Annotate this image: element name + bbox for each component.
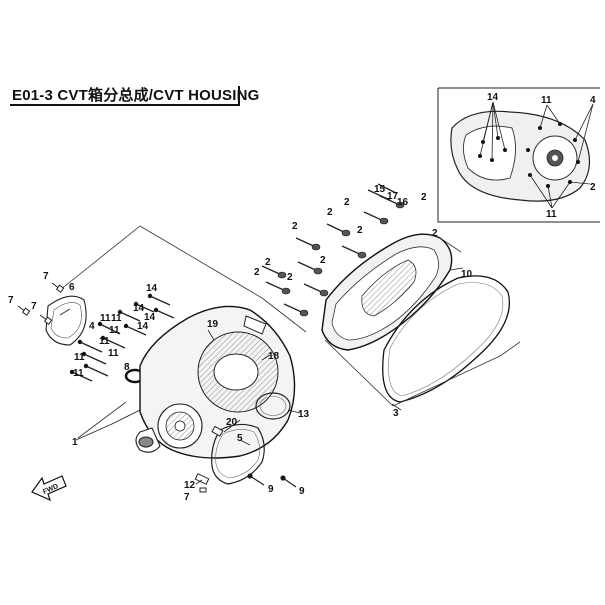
callout-14: 14 — [133, 303, 145, 314]
bolt-heads — [69, 293, 159, 375]
callout-19: 19 — [207, 319, 219, 330]
callout-7: 7 — [184, 492, 190, 503]
callout-17: 17 — [387, 191, 399, 202]
dowel-20 — [211, 425, 224, 437]
callout-9: 9 — [299, 486, 305, 497]
left-group-frame — [59, 225, 307, 439]
inset-frame — [437, 88, 600, 223]
callout-2: 2 — [320, 255, 326, 266]
callout-11: 11 — [100, 313, 111, 324]
callout-1: 1 — [72, 437, 78, 448]
bolts-left — [17, 282, 65, 325]
callout-18: 18 — [268, 351, 280, 362]
callout-2: 2 — [287, 272, 293, 283]
callout-7: 7 — [43, 271, 49, 282]
callout-13: 13 — [298, 409, 310, 420]
inset-label-14: 14 — [487, 92, 499, 103]
callout-11: 11 — [74, 352, 85, 363]
bolts-2 — [261, 183, 403, 315]
callout-2: 2 — [265, 257, 271, 268]
bolt-set — [71, 295, 175, 382]
callout-6: 6 — [69, 282, 75, 293]
inset-label-4: 4 — [590, 95, 596, 106]
callout-11: 11 — [99, 336, 110, 347]
callout-8: 8 — [124, 362, 130, 373]
inset-view: 14 11 4 2 11 — [437, 87, 600, 223]
callout-20: 20 — [226, 417, 238, 428]
page-title: E01-3 CVT箱分总成/CVT HOUSING — [12, 87, 260, 104]
inner-housing-1 — [135, 305, 296, 459]
callout-7: 7 — [8, 295, 14, 306]
callout-2: 2 — [432, 228, 438, 239]
callout-14: 14 — [146, 283, 158, 294]
callout-2: 2 — [254, 267, 260, 278]
callout-15: 15 — [374, 184, 386, 195]
callout-11: 11 — [108, 348, 119, 359]
title-end-mark — [238, 86, 240, 106]
callout-9: 9 — [268, 484, 274, 495]
inset-label-11-bottom: 11 — [546, 209, 557, 220]
callout-2: 2 — [421, 192, 427, 203]
outer-cover-assembly — [321, 233, 510, 403]
callout-4: 4 — [89, 321, 95, 332]
callout-2: 2 — [327, 207, 333, 218]
seal-10 — [382, 275, 510, 403]
gasket-13 — [255, 392, 291, 420]
callout-7: 7 — [31, 301, 37, 312]
callout-2: 2 — [292, 221, 298, 232]
callout-5: 5 — [237, 433, 243, 444]
title-underline — [10, 104, 238, 106]
callout-11: 11 — [73, 368, 84, 379]
callout-2: 2 — [344, 197, 350, 208]
callout-3: 3 — [393, 408, 399, 419]
callout-11: 11 — [111, 313, 122, 324]
callout-16: 16 — [397, 197, 409, 208]
leader-lines — [59, 267, 464, 485]
callout-11: 11 — [109, 325, 120, 336]
inset-label-11-top: 11 — [541, 95, 552, 106]
callout-10: 10 — [461, 269, 473, 280]
callout-numbers: 7 7 7 6 14 14 14 14 11 11 11 11 11 11 11… — [8, 184, 473, 503]
forward-arrow: FWD — [31, 475, 67, 502]
callout-14: 14 — [144, 312, 156, 323]
right-group-frame — [324, 237, 521, 407]
callout-12: 12 — [184, 480, 196, 491]
clip-12 — [194, 473, 210, 485]
callout-2: 2 — [357, 225, 363, 236]
bolts-9 — [247, 473, 297, 488]
bolt-2-collars — [277, 201, 405, 317]
washer-7-bottom — [199, 487, 207, 493]
inset-label-2: 2 — [590, 182, 596, 193]
callout-14: 14 — [137, 321, 149, 332]
